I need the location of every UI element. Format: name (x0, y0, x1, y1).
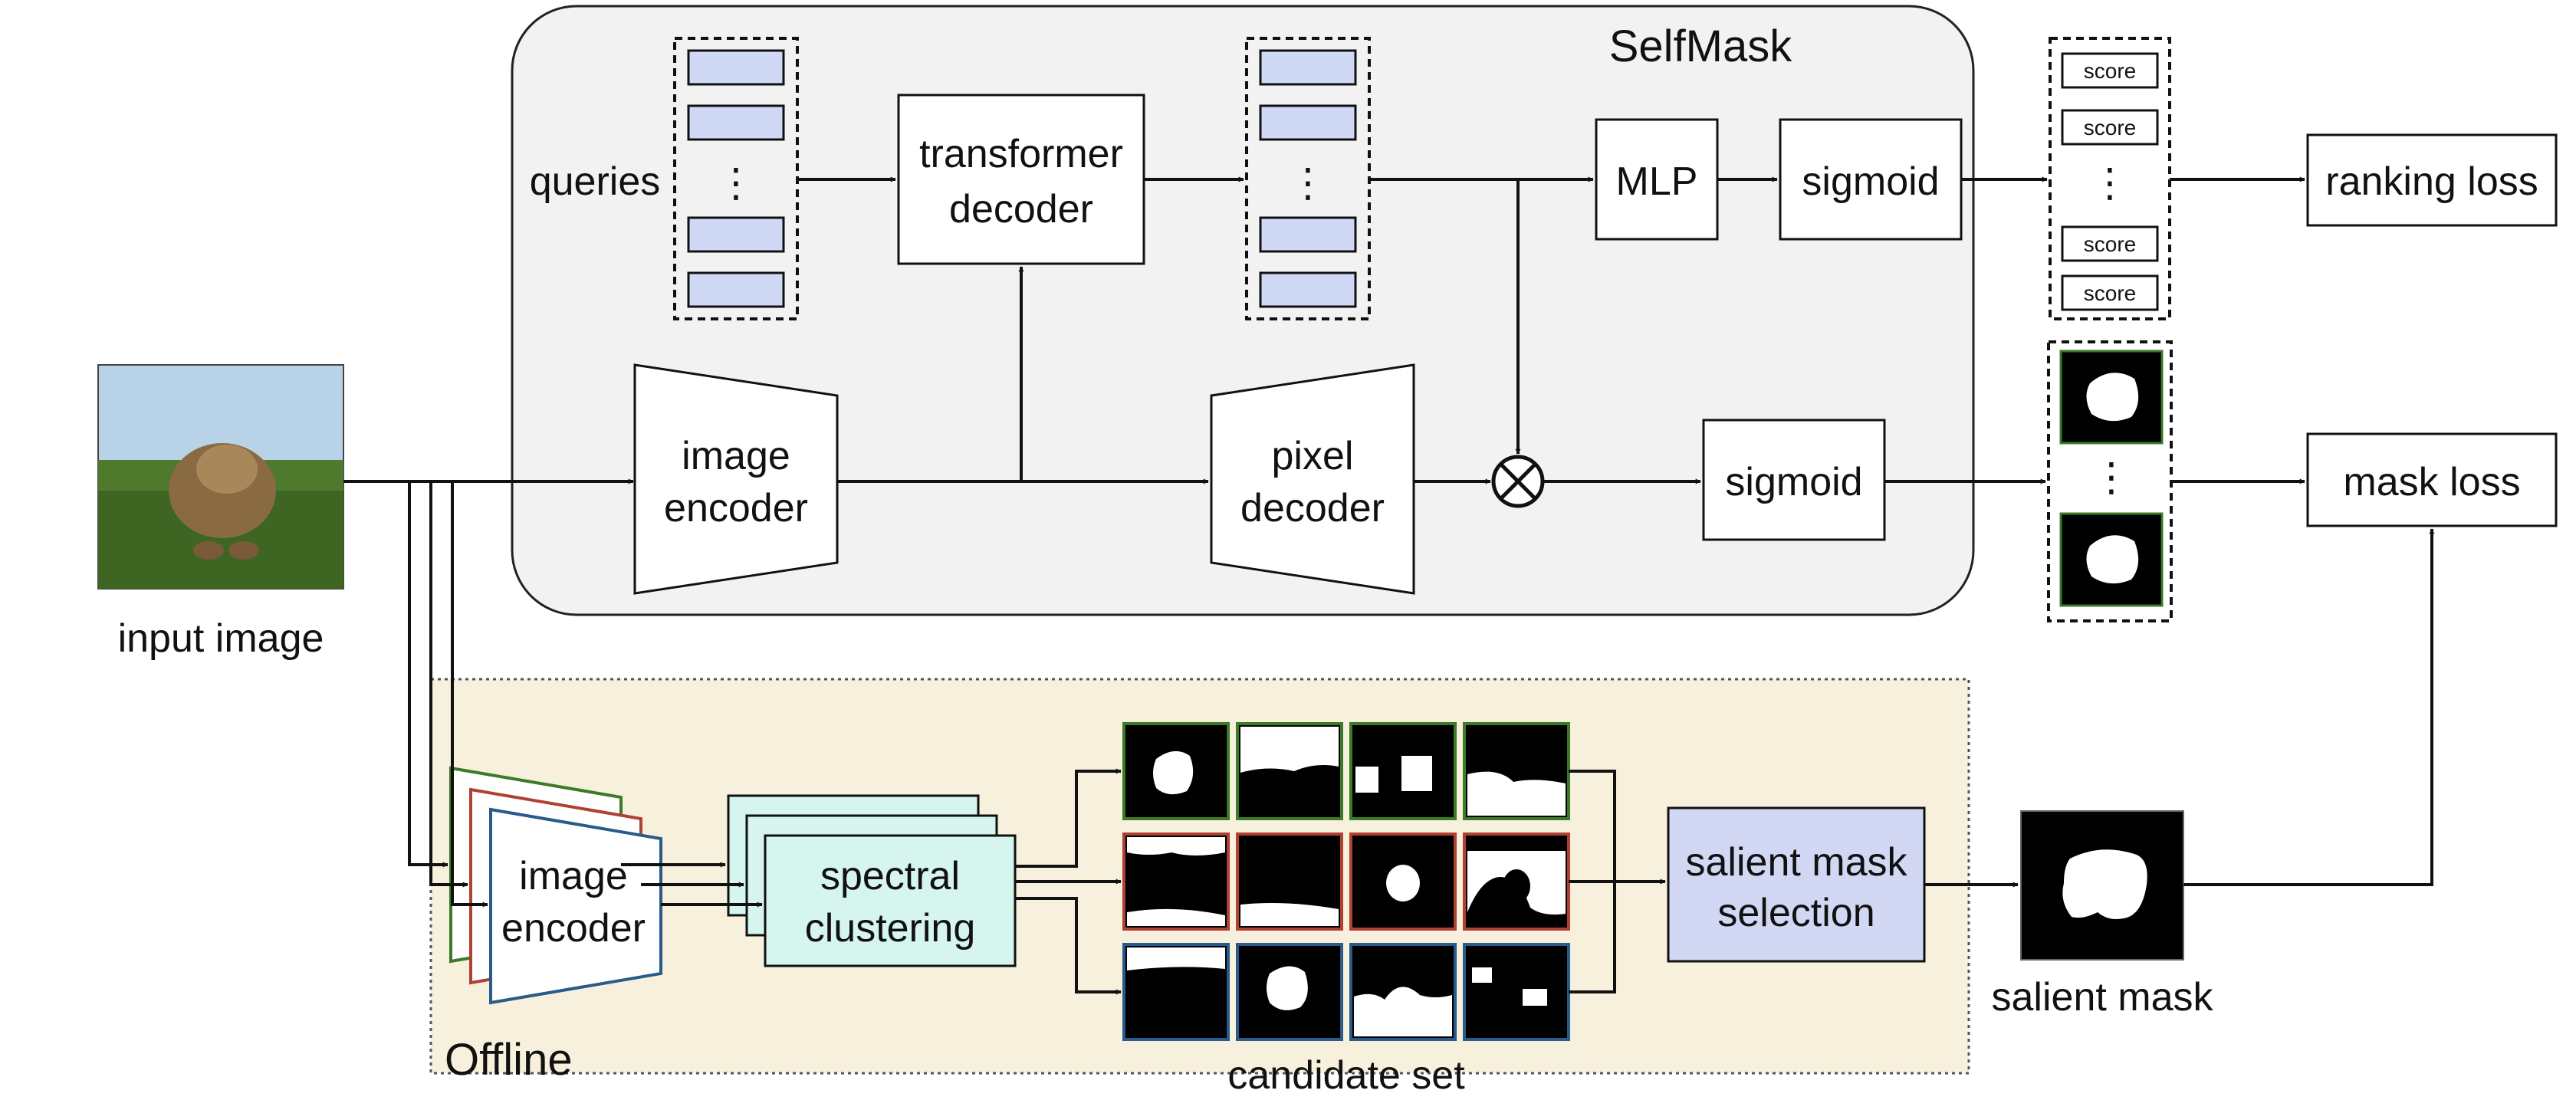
output-token (1259, 49, 1357, 86)
image-encoder-block (633, 363, 839, 595)
input-image-label: input image (118, 616, 324, 661)
spectral-label-1: spectral (820, 854, 960, 898)
output-token (1259, 216, 1357, 253)
output-ellipsis: ⋮ (1288, 161, 1328, 205)
score-label: score (2084, 281, 2136, 305)
offline-title: Offline (445, 1035, 573, 1085)
candidate-mask (1463, 943, 1570, 1041)
candidate-set-label: candidate set (1227, 1053, 1465, 1098)
salient-mask-label: salient mask (1992, 975, 2214, 1020)
sigmoid-bottom-label: sigmoid (1725, 460, 1862, 504)
transformer-decoder-label-2: decoder (949, 187, 1093, 232)
sigmoid-top-label: sigmoid (1802, 159, 1939, 204)
offline-encoder-label-1: image (519, 854, 628, 898)
arrow-image-to-offline-1 (408, 481, 449, 868)
arrow-spectral-to-row3 (1015, 897, 1122, 995)
output-token (1259, 271, 1357, 308)
pixel-decoder-label-1: pixel (1272, 434, 1354, 478)
image-encoder-label-1: image (682, 434, 790, 478)
arrow-row1-to-selection (1569, 770, 1616, 882)
query-stack: ⋮ (673, 37, 799, 320)
query-token (687, 271, 785, 308)
query-token (687, 216, 785, 253)
spectral-label-2: clustering (805, 906, 976, 951)
query-ellipsis: ⋮ (716, 161, 756, 205)
offline-encoder-blue (489, 807, 662, 1005)
score-label: score (2084, 59, 2136, 83)
candidate-set (1122, 722, 1570, 1041)
offline-encoder-label-2: encoder (501, 906, 646, 951)
arrow-salient-mask-to-mask-loss (2183, 528, 2435, 886)
circle-times-icon (1491, 455, 1545, 508)
mask-loss-label: mask loss (2343, 460, 2520, 504)
score-label: score (2084, 116, 2136, 140)
score-stack: score score ⋮ score score (2049, 37, 2171, 320)
selfmask-title: SelfMask (1609, 21, 1793, 71)
selection-label-2: selection (1717, 891, 1875, 935)
query-token (687, 49, 785, 86)
output-token (1259, 104, 1357, 141)
arrow-image-to-offline-3 (451, 481, 488, 908)
pixel-decoder-label-2: decoder (1240, 486, 1385, 530)
sigmoid-top-block (1779, 118, 1963, 241)
spectral-clustering-block (764, 834, 1017, 967)
mask-stack: ⋮ (2047, 340, 2173, 622)
transformer-decoder-block (897, 94, 1145, 265)
arrow-row3-to-selection (1569, 882, 1616, 993)
score-ellipsis: ⋮ (2090, 161, 2130, 205)
mask-loss-block (2306, 432, 2558, 527)
ranking-loss-label: ranking loss (2325, 159, 2538, 204)
mlp-label: MLP (1616, 159, 1698, 204)
image-encoder-label-2: encoder (664, 486, 808, 530)
arrow-spectral-to-row1 (1015, 768, 1122, 868)
arrow-image-to-offline-2 (429, 481, 468, 888)
salient-mask-selection-block (1667, 806, 1926, 963)
input-image (97, 364, 344, 589)
mask-ellipsis: ⋮ (2091, 455, 2131, 500)
ranking-loss-block (2306, 133, 2558, 227)
queries-label: queries (530, 159, 661, 204)
query-token (687, 104, 785, 141)
pixel-decoder-block (1210, 363, 1415, 595)
score-label: score (2084, 232, 2136, 256)
transformer-decoder-label-1: transformer (919, 132, 1123, 176)
sigmoid-bottom-block (1702, 419, 1886, 541)
selection-label-1: salient mask (1686, 840, 1908, 885)
